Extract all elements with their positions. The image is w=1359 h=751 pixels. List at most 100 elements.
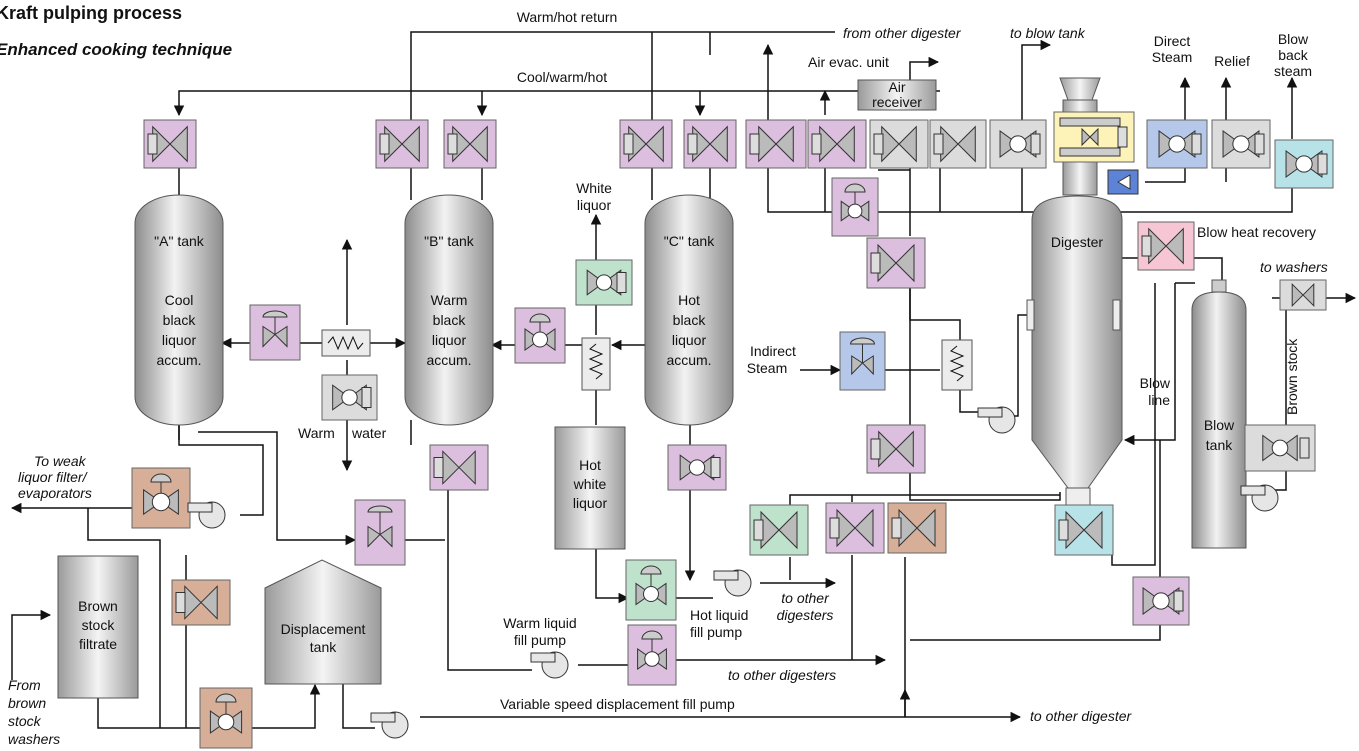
svg-text:back: back <box>1278 47 1309 63</box>
check-valve[interactable] <box>1107 169 1139 195</box>
svg-text:steam: steam <box>1274 63 1312 79</box>
tank-c-desc-1: Hot <box>678 292 700 308</box>
svg-text:tank: tank <box>1206 437 1233 453</box>
valve-air-2[interactable] <box>929 119 987 169</box>
svg-text:Displacement: Displacement <box>281 621 366 637</box>
labels: Warm/hot return Cool/warm/hot from other… <box>8 9 1328 747</box>
valve-brown-stock[interactable] <box>1244 424 1316 472</box>
valve-warm-water[interactable] <box>321 374 378 421</box>
valve-digester-circ-2[interactable] <box>866 424 926 474</box>
valve-return-1[interactable] <box>745 119 807 169</box>
tank-b-desc-1: Warm <box>431 292 468 308</box>
valve-b-outlet[interactable] <box>429 444 489 491</box>
valve-fill-3[interactable] <box>887 502 947 554</box>
valve-c-top-1[interactable] <box>619 119 673 169</box>
valve-a-outlet[interactable] <box>249 304 301 361</box>
valve-a-top[interactable] <box>143 119 197 169</box>
valve-blow-heat[interactable] <box>1137 221 1195 271</box>
svg-text:filtrate: filtrate <box>79 636 117 652</box>
tank-a-label: "A" tank <box>154 233 205 249</box>
valve-blow-back[interactable] <box>1274 139 1334 189</box>
valve-relief[interactable] <box>1211 119 1271 169</box>
valve-hot-fill[interactable] <box>625 559 677 621</box>
tank-a-desc-1: Cool <box>165 292 194 308</box>
valve-filtrate-out[interactable] <box>131 467 191 529</box>
blow-heat-recovery-label: Blow heat recovery <box>1197 224 1316 240</box>
svg-text:Blow: Blow <box>1278 31 1309 47</box>
valve-blow-line[interactable] <box>1132 576 1190 626</box>
tank-a: "A" tank Cool black liquor accum. <box>134 194 224 426</box>
tank-b-desc-4: accum. <box>426 352 471 368</box>
valve-c-top-2[interactable] <box>683 119 737 169</box>
heat-exchanger-warm <box>321 329 371 357</box>
svg-text:washers: washers <box>8 731 60 747</box>
tank-c-desc-2: black <box>673 312 707 328</box>
pump-blow-tank[interactable] <box>1240 484 1279 512</box>
valve-return-2[interactable] <box>807 119 867 169</box>
valve-to-blow[interactable] <box>989 119 1047 169</box>
valve-displacement[interactable] <box>354 499 406 566</box>
svg-text:Brown: Brown <box>78 598 118 614</box>
svg-text:Blow: Blow <box>1140 375 1171 391</box>
blow-tank: Blow tank <box>1191 279 1247 549</box>
valve-warm-fill[interactable] <box>627 624 677 686</box>
air-evac-label: Air evac. unit <box>808 54 889 70</box>
valve-blow-bottom[interactable] <box>1054 504 1114 556</box>
valve-digester-top[interactable] <box>1053 111 1135 163</box>
svg-text:evaporators: evaporators <box>18 485 92 501</box>
svg-text:line: line <box>1148 392 1170 408</box>
cool-warm-hot-label: Cool/warm/hot <box>517 69 607 85</box>
tank-c-label: "C" tank <box>664 233 715 249</box>
to-washers-label: to washers <box>1260 259 1328 275</box>
valve-digester-circ-1[interactable] <box>866 237 926 289</box>
tank-c-desc-3: liquor <box>672 332 707 348</box>
pump-hot-fill[interactable] <box>713 569 752 597</box>
valve-indirect-steam[interactable] <box>839 331 886 391</box>
svg-text:receiver: receiver <box>872 94 922 110</box>
water-label: water <box>351 425 387 441</box>
svg-text:From: From <box>8 677 41 693</box>
pump-weak-liquor[interactable] <box>187 501 226 529</box>
valve-fill-1[interactable] <box>749 504 809 556</box>
valve-c-outlet[interactable] <box>667 444 727 491</box>
valve-filtrate-up[interactable] <box>171 579 231 626</box>
svg-text:Warm liquid: Warm liquid <box>503 615 576 631</box>
valve-white-liquor[interactable] <box>575 259 633 306</box>
svg-text:tank: tank <box>310 639 337 655</box>
tank-b: "B" tank Warm black liquor accum. <box>404 194 494 426</box>
valve-b-top-2[interactable] <box>443 119 497 169</box>
valve-filtrate-low[interactable] <box>199 687 253 749</box>
valve-air-1[interactable] <box>869 119 929 169</box>
relief-label: Relief <box>1214 53 1250 69</box>
svg-text:white: white <box>573 476 607 492</box>
tank-a-desc-3: liquor <box>162 332 197 348</box>
valve-direct-steam[interactable] <box>1146 119 1208 169</box>
svg-text:fill pump: fill pump <box>514 632 566 648</box>
page-title: Kraft pulping process <box>0 3 182 23</box>
tank-a-desc-2: black <box>163 312 197 328</box>
to-other-digester-label: to other digester <box>1030 708 1133 724</box>
brown-stock-label: Brown stock <box>1284 338 1300 415</box>
page-subtitle: Enhanced cooking technique <box>0 40 232 59</box>
heat-exchanger-white <box>581 337 611 391</box>
pump-warm-fill[interactable] <box>530 651 569 679</box>
svg-text:liquor: liquor <box>573 495 608 511</box>
svg-text:to other: to other <box>781 590 830 606</box>
to-blow-tank-label: to blow tank <box>1010 25 1086 41</box>
valve-washers[interactable] <box>1279 279 1327 311</box>
tank-b-desc-2: black <box>433 312 467 328</box>
svg-text:Steam: Steam <box>747 360 787 376</box>
svg-text:Direct: Direct <box>1154 33 1191 49</box>
pump-displacement[interactable] <box>370 711 409 739</box>
tank-b-desc-3: liquor <box>432 332 467 348</box>
valve-fill-2[interactable] <box>825 502 885 554</box>
valve-cool-control[interactable] <box>831 177 879 237</box>
valves <box>131 111 1334 749</box>
svg-text:To weak: To weak <box>34 453 87 469</box>
displacement-tank: Displacement tank <box>264 559 382 685</box>
pump-digester-circ[interactable] <box>977 406 1016 434</box>
valve-b-top-1[interactable] <box>375 119 429 169</box>
valve-b-control[interactable] <box>514 307 566 364</box>
